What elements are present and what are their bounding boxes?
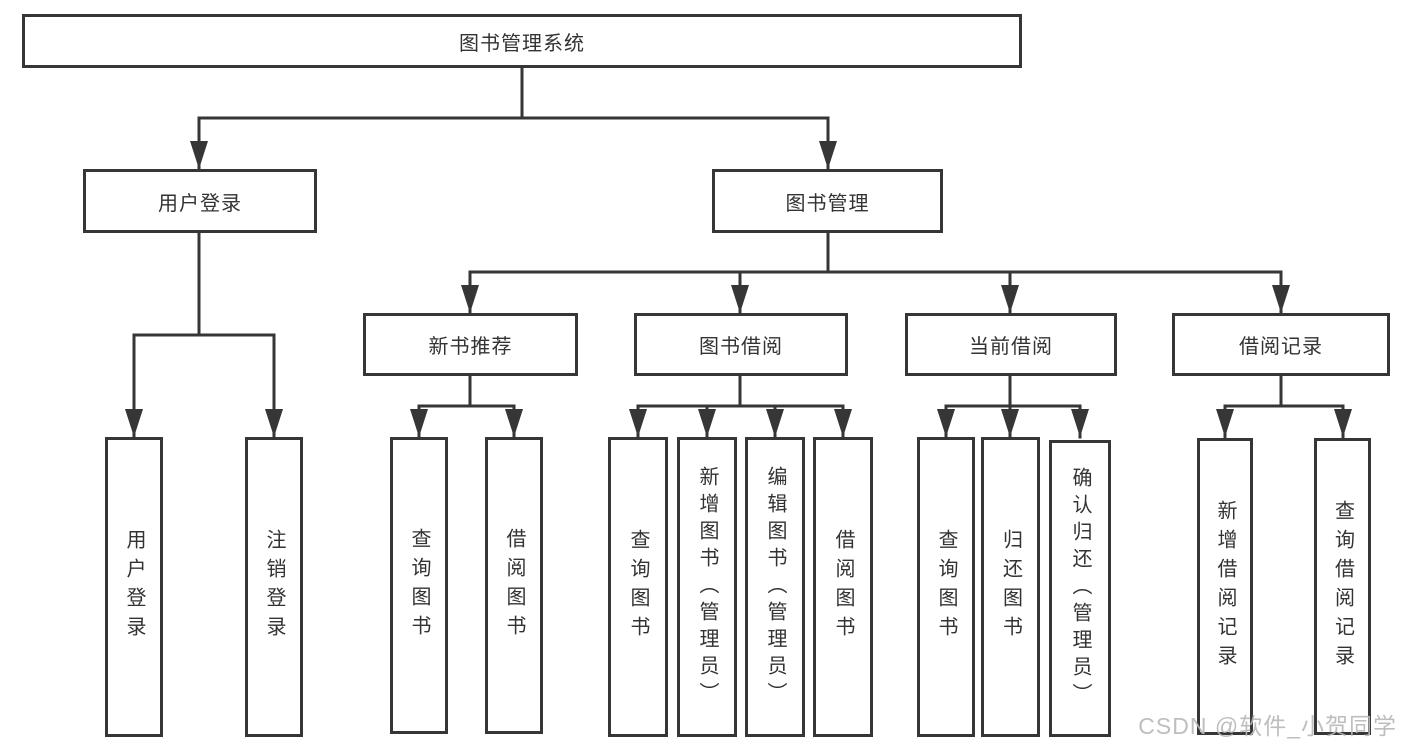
connector-current-borrow-children (937, 376, 1089, 439)
node-leaf-record-query: 查询借阅记录 (1314, 438, 1371, 735)
connector-book-borrow-children (629, 376, 852, 439)
node-user-login-label: 用户登录 (158, 192, 242, 215)
connector-book-mgmt-to-level3 (461, 233, 1290, 315)
node-new-books: 新书推荐 (363, 313, 578, 376)
node-leaf-borrow-add-label: 新增图书（管理员） (696, 465, 718, 709)
node-leaf-current-confirm: 确认归还（管理员） (1049, 440, 1111, 737)
node-root-system: 图书管理系统 (22, 14, 1022, 68)
node-leaf-current-return-label: 归还图书 (999, 529, 1022, 645)
node-leaf-newbooks-query: 查询图书 (390, 437, 448, 734)
node-leaf-current-confirm-label: 确认归还（管理员） (1069, 467, 1091, 710)
csdn-watermark: CSDN @软件_小贺同学 (1138, 713, 1397, 739)
node-borrow-records-label: 借阅记录 (1239, 336, 1323, 358)
node-book-borrow-label: 图书借阅 (699, 336, 783, 358)
node-borrow-records: 借阅记录 (1172, 313, 1390, 376)
node-user-login: 用户登录 (83, 169, 317, 233)
node-leaf-borrow-query-label: 查询图书 (627, 529, 649, 645)
node-leaf-borrow-book-label: 借阅图书 (832, 529, 854, 645)
node-leaf-logout: 注销登录 (245, 437, 303, 737)
node-leaf-borrow-edit-label: 编辑图书（管理员） (764, 465, 786, 709)
node-leaf-newbooks-query-label: 查询图书 (408, 527, 430, 644)
node-leaf-logout-label: 注销登录 (263, 529, 285, 645)
node-book-mgmt: 图书管理 (712, 169, 943, 233)
node-root-label: 图书管理系统 (459, 32, 585, 55)
node-book-borrow: 图书借阅 (634, 313, 848, 376)
node-book-mgmt-label: 图书管理 (785, 192, 870, 215)
node-leaf-borrow-add: 新增图书（管理员） (677, 437, 737, 737)
node-leaf-user-login: 用户登录 (105, 437, 163, 737)
connector-new-books-children (410, 376, 523, 439)
node-leaf-borrow-book: 借阅图书 (813, 437, 873, 737)
node-leaf-record-add: 新增借阅记录 (1197, 438, 1253, 735)
node-leaf-newbooks-borrow-label: 借阅图书 (503, 527, 525, 644)
node-leaf-current-query: 查询图书 (917, 437, 975, 737)
node-leaf-record-query-label: 查询借阅记录 (1331, 499, 1354, 674)
node-leaf-record-add-label: 新增借阅记录 (1214, 499, 1236, 674)
connector-user-login-children (125, 233, 283, 439)
node-leaf-user-login-label: 用户登录 (123, 529, 145, 645)
node-leaf-borrow-query: 查询图书 (608, 437, 668, 737)
node-current-borrow-label: 当前借阅 (969, 336, 1053, 358)
connector-borrow-records-children (1216, 376, 1352, 439)
node-leaf-borrow-edit: 编辑图书（管理员） (745, 437, 805, 737)
node-current-borrow: 当前借阅 (905, 313, 1117, 376)
node-leaf-newbooks-borrow: 借阅图书 (485, 437, 543, 734)
node-leaf-current-return: 归还图书 (981, 437, 1040, 737)
node-new-books-label: 新书推荐 (428, 336, 513, 358)
node-leaf-current-query-label: 查询图书 (935, 529, 957, 645)
connector-root-to-level2 (190, 68, 837, 171)
